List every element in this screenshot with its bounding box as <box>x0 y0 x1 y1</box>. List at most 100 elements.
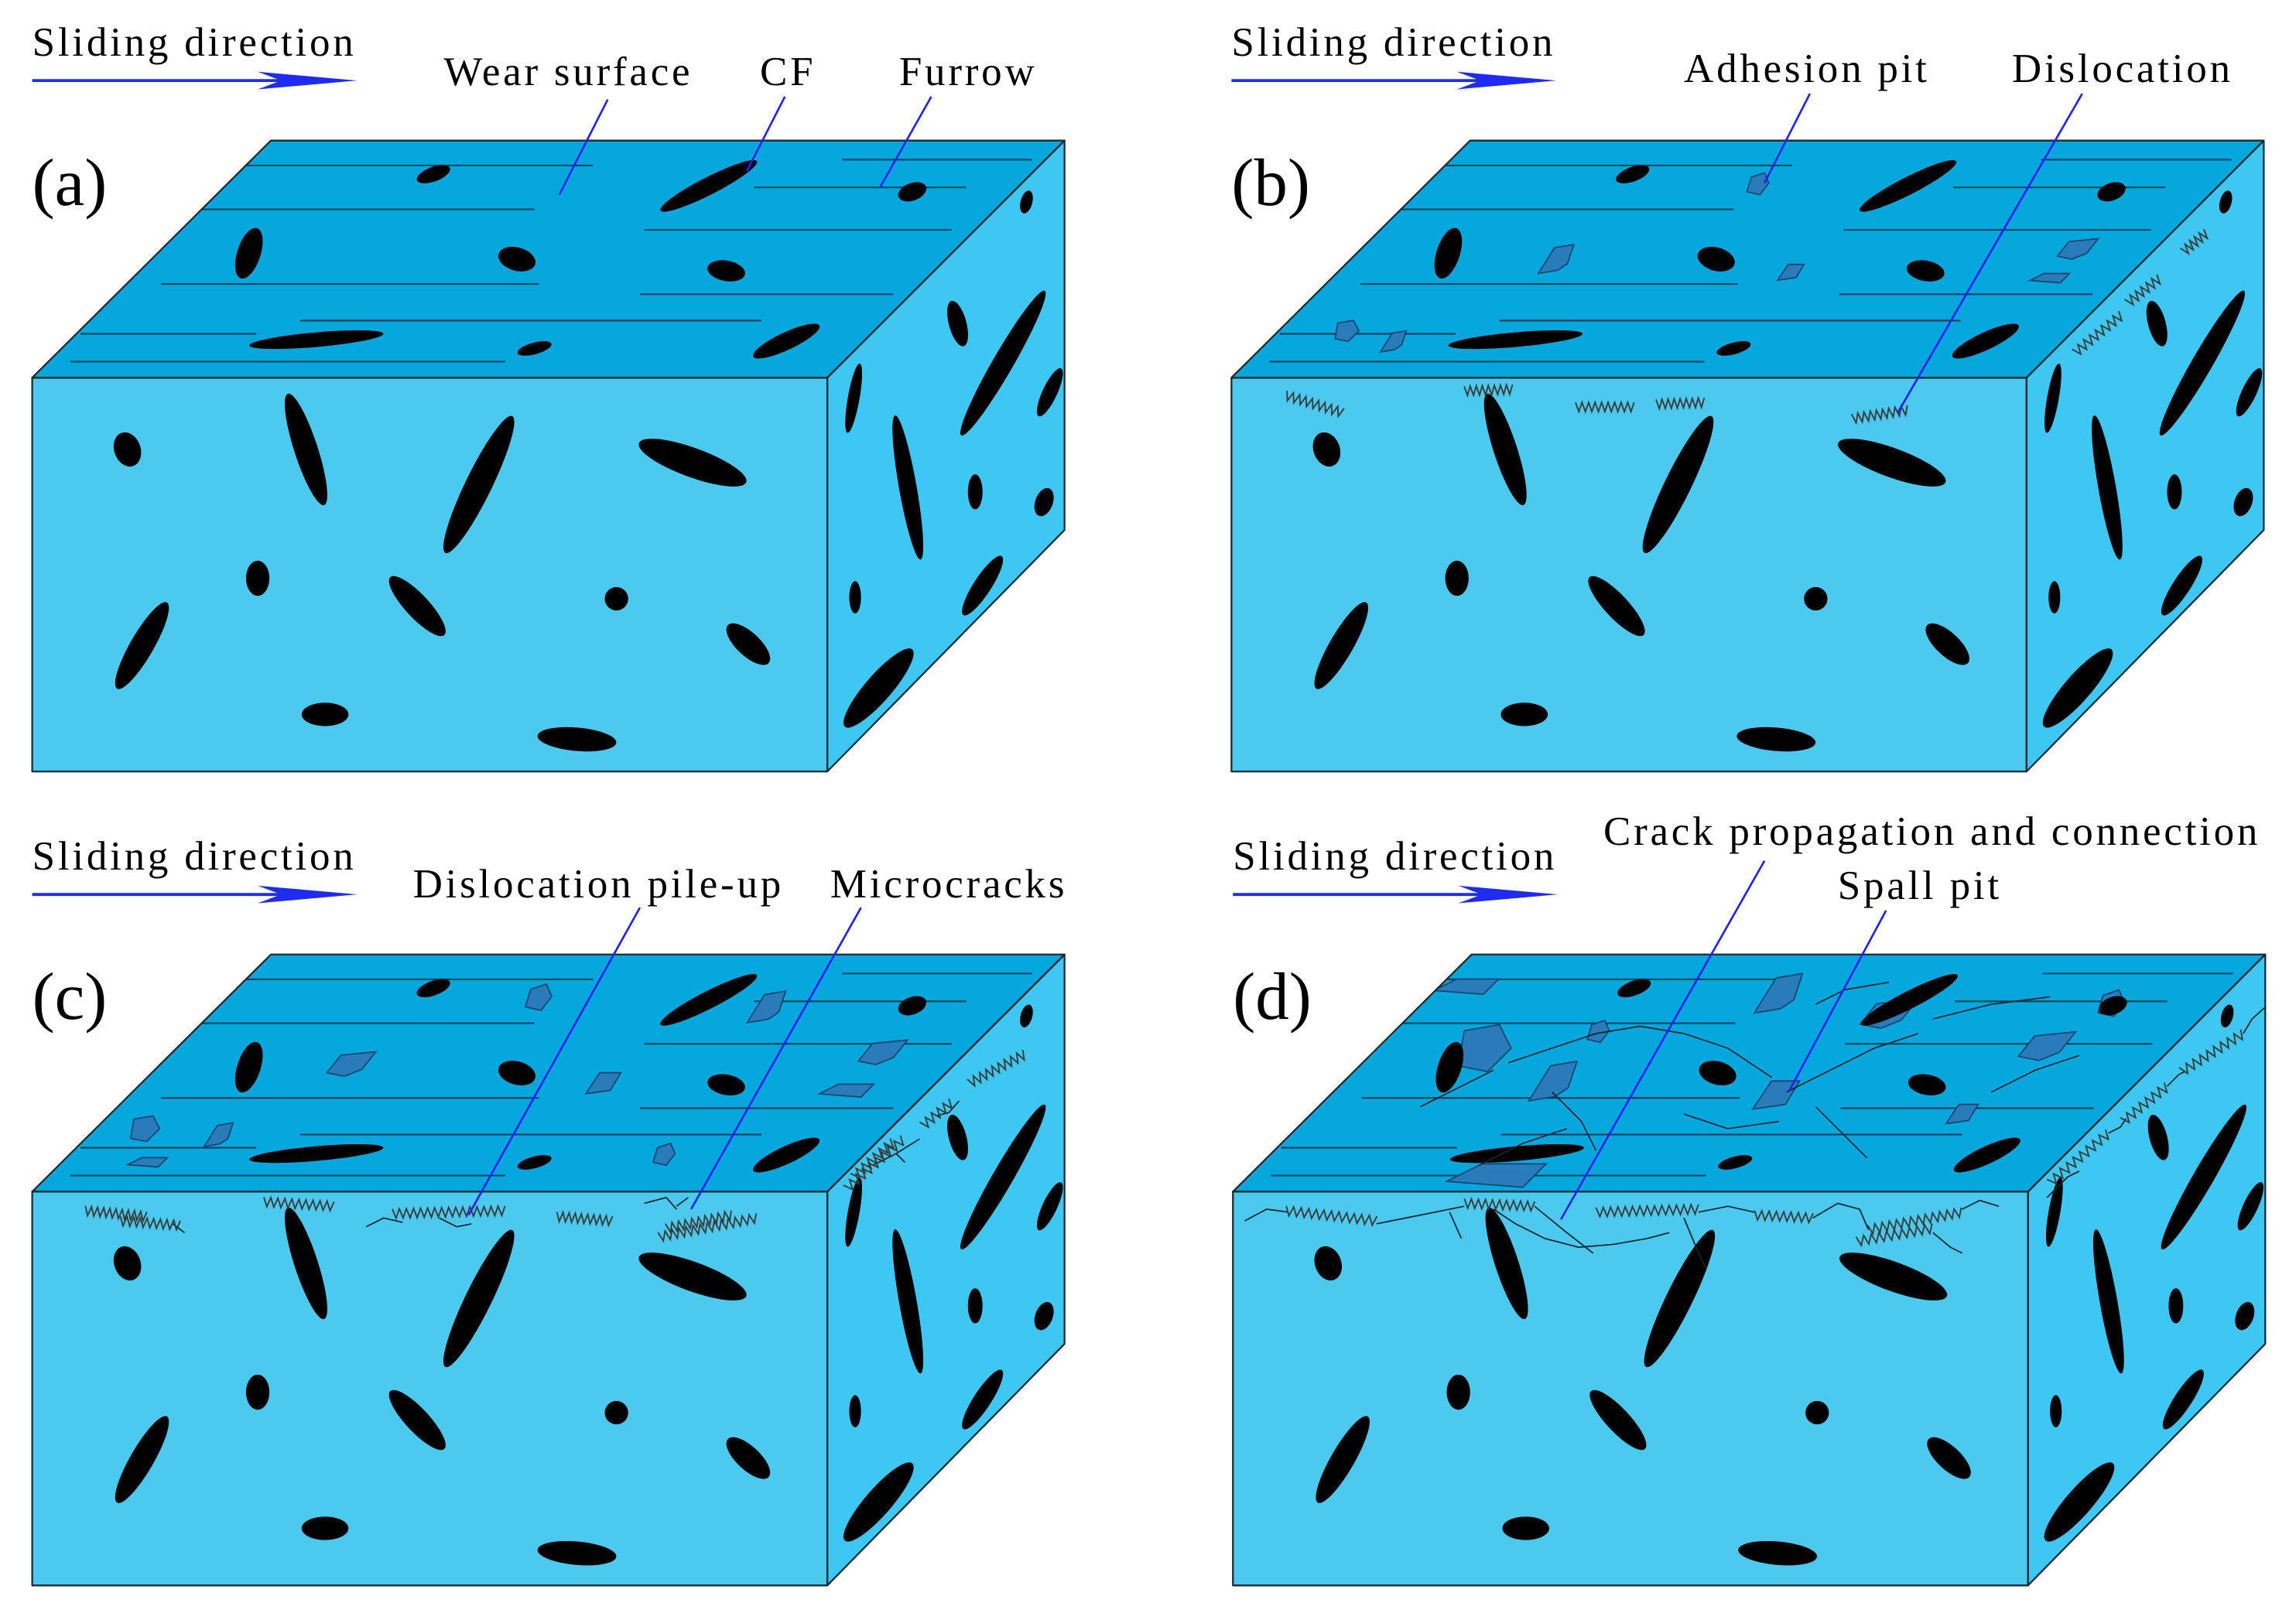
carbon-fiber <box>1642 415 1714 554</box>
carbon-fiber <box>2050 1395 2062 1427</box>
spall-pit <box>1444 1163 1548 1188</box>
carbon-fiber <box>752 323 820 359</box>
carbon-fiber <box>1316 1416 1370 1503</box>
carbon-fiber <box>1034 1301 1054 1331</box>
carbon-fiber <box>843 648 914 728</box>
carbon-fiber <box>845 1177 863 1247</box>
carbon-fiber <box>1737 726 1816 752</box>
microcrack <box>1449 1212 1463 1239</box>
surface-crack <box>1815 981 1890 1005</box>
dislocation <box>2120 1082 2168 1124</box>
carbon-fiber <box>849 1395 861 1427</box>
carbon-fiber <box>638 439 747 487</box>
adhesion-pit <box>745 989 787 1024</box>
carbon-fiber <box>1839 1253 1948 1300</box>
panel-a: Sliding direction (a) Wear surface CF Fu… <box>31 20 1066 773</box>
microcrack <box>1493 1208 1670 1249</box>
dislocation <box>665 1209 732 1235</box>
carbon-fiber <box>2161 555 2202 616</box>
sliding-direction-label: Sliding direction <box>1233 834 1557 879</box>
top-face <box>1233 954 2266 1192</box>
carbon-fiber <box>892 1229 924 1374</box>
panel-label: (c) <box>33 959 108 1034</box>
block-diagram <box>1232 953 2267 1587</box>
carbon-fiber <box>1860 974 1959 1026</box>
carbon-fiber <box>113 1246 142 1281</box>
carbon-fiber <box>1906 260 1945 282</box>
carbon-fiber <box>416 979 450 998</box>
carbon-fiber <box>1446 1374 1470 1410</box>
dislocation <box>84 1204 148 1224</box>
carbon-fiber <box>967 474 983 510</box>
carbon-fiber <box>1485 1207 1528 1320</box>
carbon-fiber <box>2237 1182 2264 1231</box>
carbon-fiber <box>707 260 745 282</box>
carbon-fiber <box>962 1369 1004 1430</box>
right-face <box>2027 954 2266 1586</box>
carbon-fiber <box>2146 300 2168 347</box>
surface-crack <box>1932 996 2051 1020</box>
carbon-fiber <box>1500 702 1548 726</box>
carbon-fiber <box>115 1416 169 1503</box>
dislocation <box>1754 1208 1814 1225</box>
top-face-features <box>1269 159 2232 363</box>
dislocation <box>967 1050 1025 1088</box>
carbon-fiber <box>285 1207 327 1320</box>
leader-spall-pit <box>1788 910 1887 1092</box>
carbon-fiber <box>443 415 515 554</box>
microcrack <box>1683 1218 1707 1269</box>
panel-label: (d) <box>1233 959 1311 1034</box>
dislocation <box>1286 391 1345 419</box>
carbon-fiber <box>967 1288 983 1324</box>
carbon-fiber <box>1434 227 1463 279</box>
carbon-fiber <box>1445 560 1469 596</box>
microcrack <box>2166 1071 2185 1087</box>
carbon-fiber <box>1448 330 1583 350</box>
panel-label: (a) <box>33 145 108 220</box>
carbon-fiber <box>1953 1137 2021 1173</box>
carbon-fiber <box>2167 474 2182 510</box>
front-face-features <box>1244 1197 2000 1566</box>
dislocation <box>657 1212 758 1243</box>
carbon-fiber <box>1718 1155 1753 1170</box>
top-face <box>32 140 1065 378</box>
dislocation <box>1850 404 1908 426</box>
surface-crack <box>1420 1069 1494 1108</box>
surface-crack <box>1815 1106 1868 1159</box>
carbon-fiber <box>2147 1114 2169 1160</box>
dislocation <box>1463 1197 1536 1213</box>
carbon-fiber <box>1034 487 1054 517</box>
carbon-fiber <box>2235 1301 2255 1331</box>
spall-pit <box>1944 1103 1979 1125</box>
carbon-fiber <box>1036 368 1063 417</box>
annotation-cf: CF <box>760 50 816 94</box>
carbon-fiber <box>517 1155 552 1170</box>
carbon-fiber <box>962 555 1004 616</box>
spall-pit <box>1753 972 1804 1014</box>
adhesion-pit <box>1334 320 1360 343</box>
sliding-direction-arrow <box>1233 885 1559 904</box>
arrow-head <box>258 71 358 90</box>
carbon-fiber <box>1314 1246 1343 1281</box>
dislocation <box>1595 1202 1699 1219</box>
surface-crack <box>1640 1025 1773 1078</box>
carbon-fiber <box>707 1074 745 1095</box>
annotation-adhesion-pit: Adhesion pit <box>1684 46 1930 91</box>
carbon-fiber <box>388 576 446 637</box>
microcrack <box>644 1196 677 1210</box>
adhesion-pit <box>524 983 553 1011</box>
front-face <box>1233 1191 2028 1586</box>
carbon-fiber <box>2159 290 2246 436</box>
carbon-fiber <box>1644 1229 1716 1368</box>
carbon-fiber <box>245 560 270 596</box>
microcrack <box>2046 1171 2080 1198</box>
carbon-fiber <box>443 1229 515 1368</box>
carbon-fiber <box>2220 1004 2234 1027</box>
top-face-features <box>70 159 1033 363</box>
carbon-fiber <box>1908 1074 1946 1095</box>
carbon-fiber <box>1804 586 1828 611</box>
carbon-fiber <box>498 247 536 272</box>
arrow-head <box>1458 885 1559 904</box>
carbon-fiber <box>892 415 924 560</box>
right-face-features <box>2042 190 2263 728</box>
